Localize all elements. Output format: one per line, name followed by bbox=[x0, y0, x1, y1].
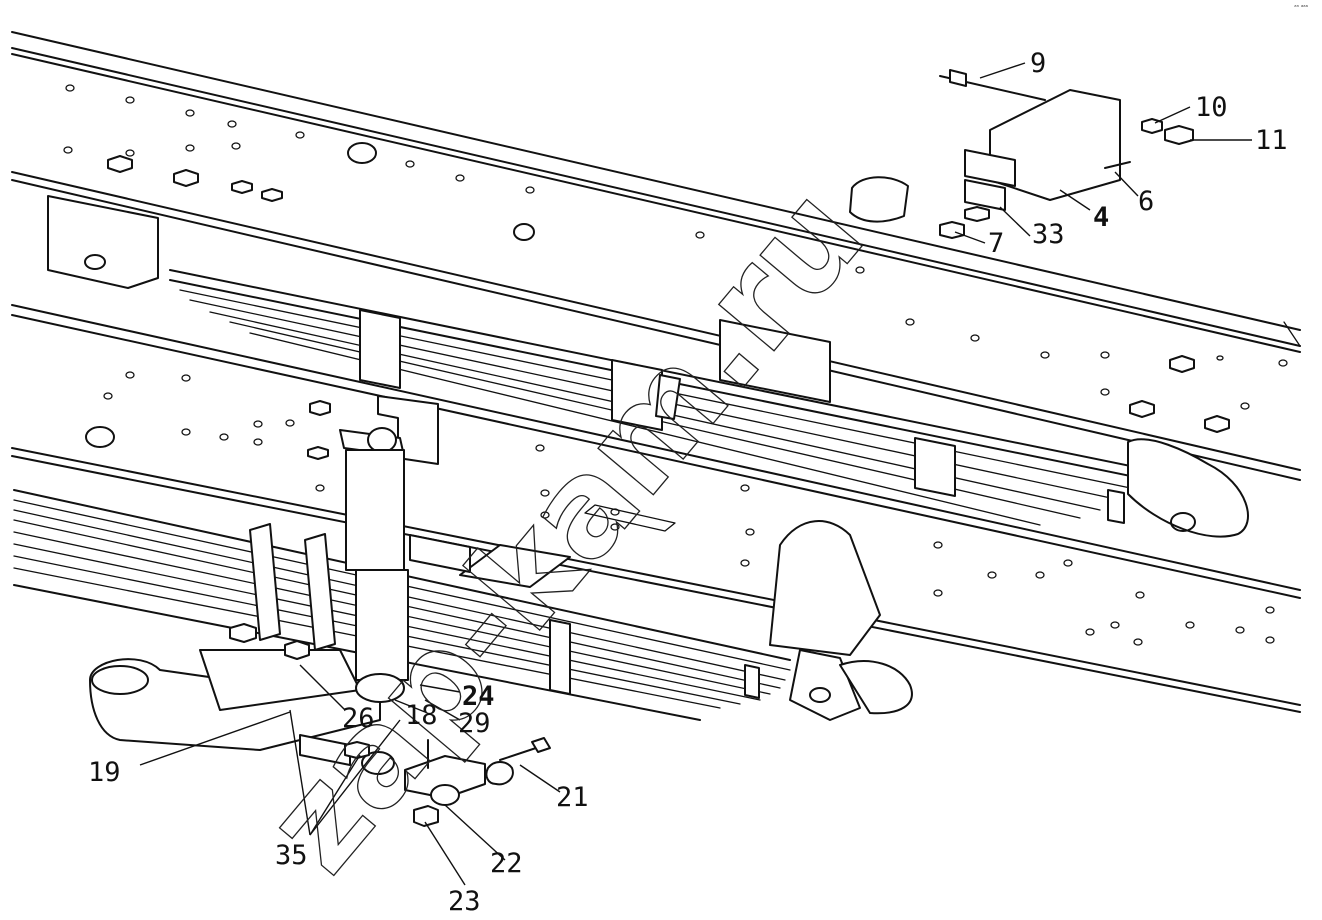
leaf-spring-upper bbox=[47, 176, 1249, 538]
callout-11: 11 bbox=[1255, 125, 1288, 156]
callout-10: 10 bbox=[1195, 92, 1228, 123]
callout-19: 19 bbox=[88, 757, 121, 788]
callout-6: 6 bbox=[1138, 186, 1154, 217]
shock-absorber bbox=[339, 395, 439, 703]
callout-labels: 9 10 11 6 4 33 7 24 26 18 29 19 21 35 22… bbox=[88, 48, 1288, 917]
shackle-bracket-exploded bbox=[939, 69, 1194, 239]
leader-lines bbox=[139, 62, 1252, 886]
callout-7: 7 bbox=[988, 228, 1004, 259]
corner-mark: ᵃⁿ ᵃᵃᵃ bbox=[1294, 4, 1308, 11]
callout-29: 29 bbox=[458, 708, 491, 739]
callout-4: 4 bbox=[1093, 202, 1109, 233]
callout-23: 23 bbox=[448, 886, 481, 917]
callout-33: 33 bbox=[1032, 219, 1065, 250]
frame-rail-lower bbox=[11, 304, 1301, 713]
callout-9: 9 bbox=[1030, 48, 1046, 79]
frame-rail-upper bbox=[11, 31, 1301, 481]
callout-35: 35 bbox=[275, 840, 308, 871]
callout-24: 24 bbox=[462, 681, 495, 712]
callout-21: 21 bbox=[556, 782, 589, 813]
lower-small-parts-exploded bbox=[404, 737, 551, 827]
callout-26: 26 bbox=[342, 703, 375, 734]
callout-22: 22 bbox=[490, 848, 523, 879]
callout-18: 18 bbox=[405, 700, 438, 731]
